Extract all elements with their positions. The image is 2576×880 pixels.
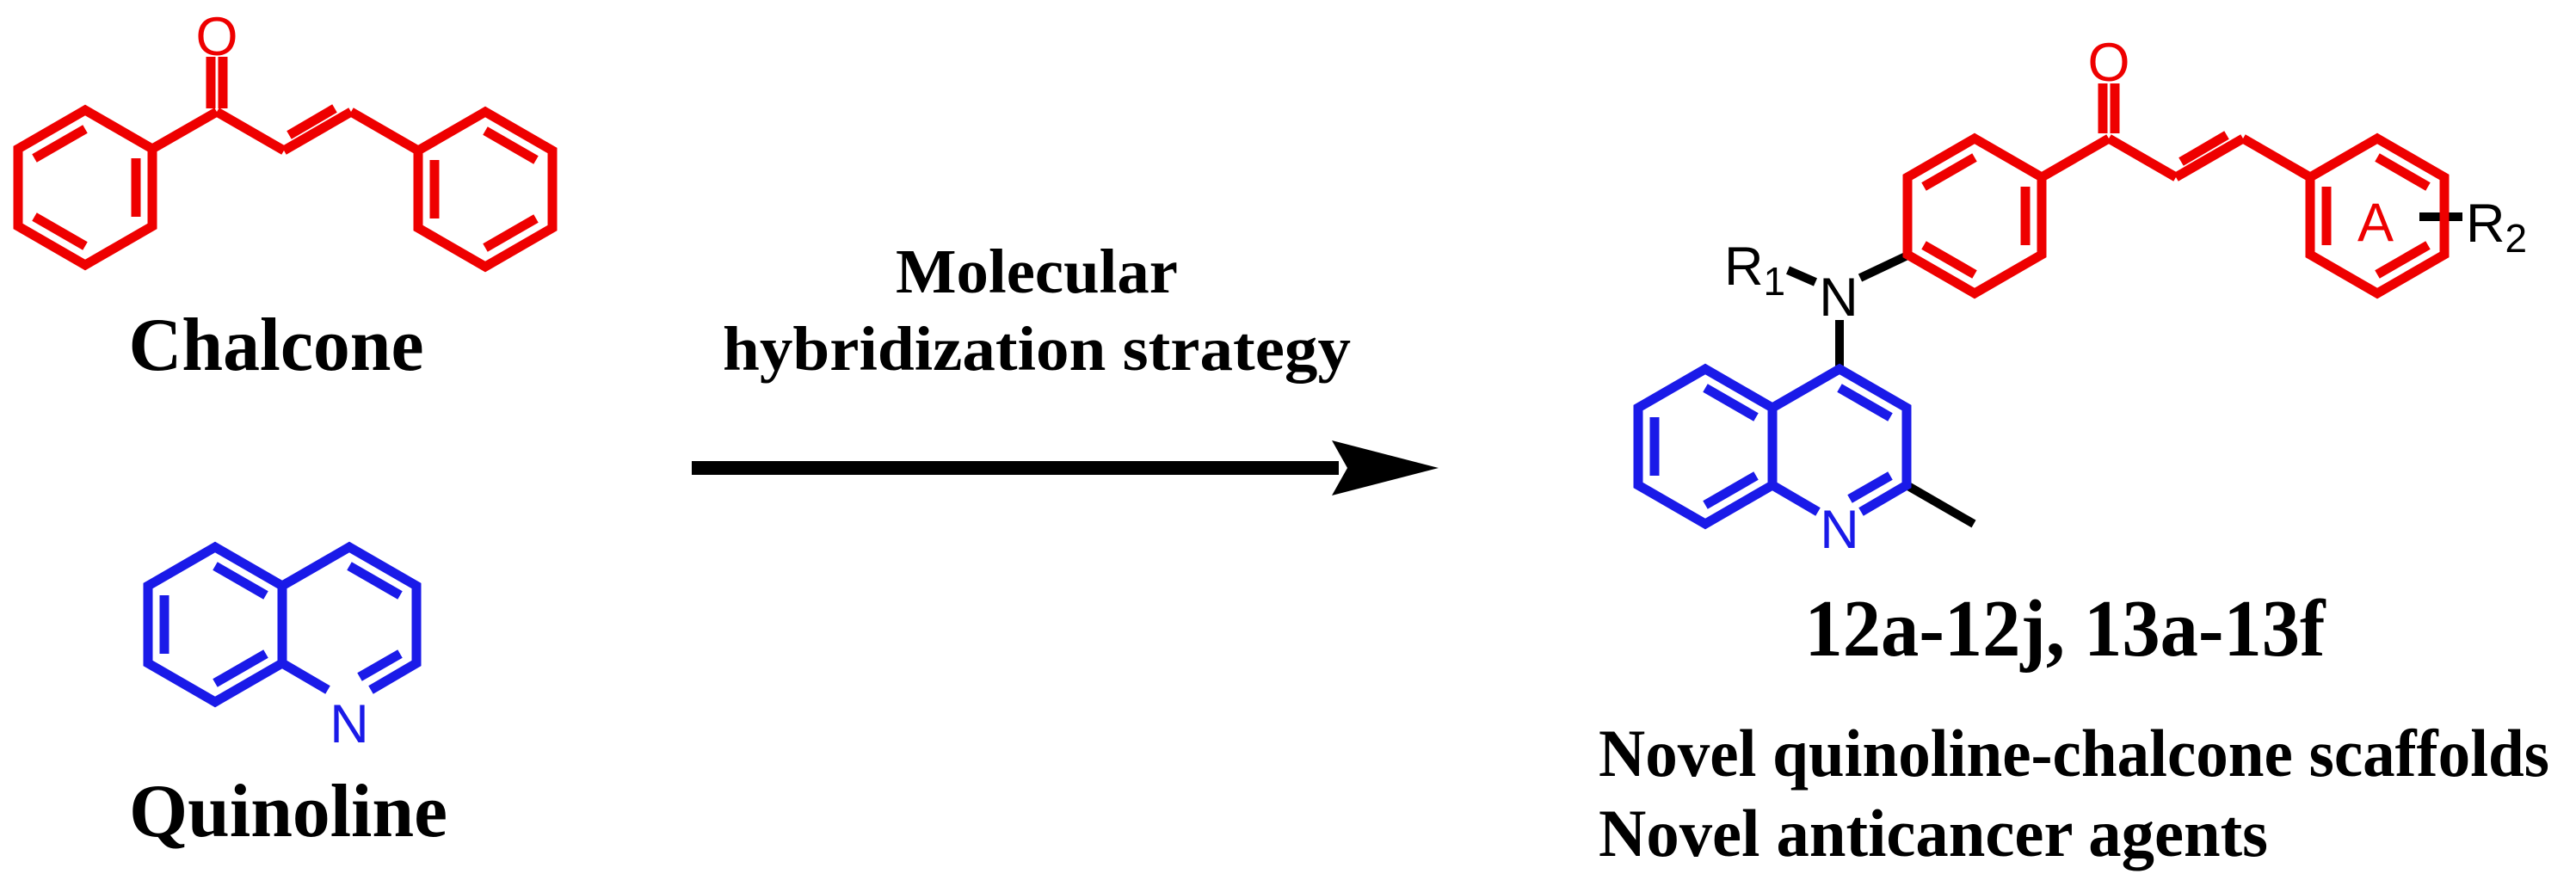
- arrow-head: [1332, 440, 1439, 495]
- caption-line-1: Molecular: [896, 237, 1178, 306]
- double-bond-inner: [287, 104, 337, 139]
- double-bond-inner: [2375, 153, 2431, 191]
- n-aryl-bond: [1858, 251, 1910, 282]
- oxygen-label: O: [195, 7, 237, 67]
- bond: [2240, 134, 2313, 182]
- benzene-ring: [413, 106, 558, 273]
- chalcone-structure: O: [13, 7, 558, 273]
- double-bond-inner: [1921, 241, 1977, 279]
- compound-range-label: 12a-12j, 13a-13f: [1805, 584, 2327, 674]
- description-line-2: Novel anticancer agents: [1599, 796, 2268, 871]
- product-description: Novel quinoline-chalcone scaffolds Novel…: [1599, 716, 2549, 871]
- methyl-bond: [1904, 481, 1976, 528]
- double-bond-inner: [213, 562, 268, 600]
- double-bond-inner: [1921, 153, 1977, 191]
- nitrogen-label: N: [330, 694, 369, 754]
- bond: [150, 108, 219, 153]
- reaction-arrow: [692, 440, 1439, 495]
- ring-a-label: A: [2357, 193, 2394, 253]
- double-bond-inner: [1837, 384, 1893, 422]
- r1-n-bond: [1785, 266, 1818, 286]
- double-bond-inner: [32, 125, 88, 163]
- double-bond-inner: [483, 126, 539, 164]
- description-line-1: Novel quinoline-chalcone scaffolds: [1599, 716, 2549, 791]
- pyridine-ring: [280, 541, 422, 694]
- ring-nitrogen-label: N: [1820, 500, 1859, 560]
- hybridization-caption: Molecular hybridization strategy: [723, 237, 1351, 384]
- r2-label: R2: [2466, 194, 2527, 261]
- double-bond-inner: [32, 212, 88, 250]
- caption-line-2: hybridization strategy: [723, 314, 1351, 384]
- double-bond-inner: [1703, 384, 1759, 422]
- r1-label: R1: [1724, 237, 1785, 304]
- oxygen-label: O: [2087, 33, 2129, 93]
- bond: [2173, 134, 2246, 182]
- chalcone-name: Chalcone: [129, 304, 424, 387]
- quinoline-name: Quinoline: [129, 770, 447, 853]
- amine-nitrogen-label: N: [1819, 268, 1858, 328]
- ring-a: [2305, 132, 2450, 299]
- pyridine-ring: [1770, 363, 1912, 516]
- double-bond-inner: [347, 562, 403, 600]
- arrow-shaft: [692, 461, 1339, 475]
- quinoline-structure: N: [143, 541, 422, 754]
- double-bond-inner: [357, 649, 403, 681]
- double-bond-inner: [2375, 241, 2431, 279]
- double-bond-inner: [2179, 131, 2229, 166]
- product-structure: O A N N R1 R2: [1633, 33, 2527, 560]
- double-bond-inner: [213, 649, 268, 687]
- double-bond-inner: [1847, 471, 1893, 503]
- bond: [2106, 134, 2179, 182]
- double-bond-inner: [1703, 471, 1759, 509]
- bond: [281, 108, 354, 155]
- double-bond-inner: [483, 214, 539, 252]
- bond: [214, 108, 287, 155]
- bond: [348, 108, 421, 155]
- bond: [2039, 134, 2111, 182]
